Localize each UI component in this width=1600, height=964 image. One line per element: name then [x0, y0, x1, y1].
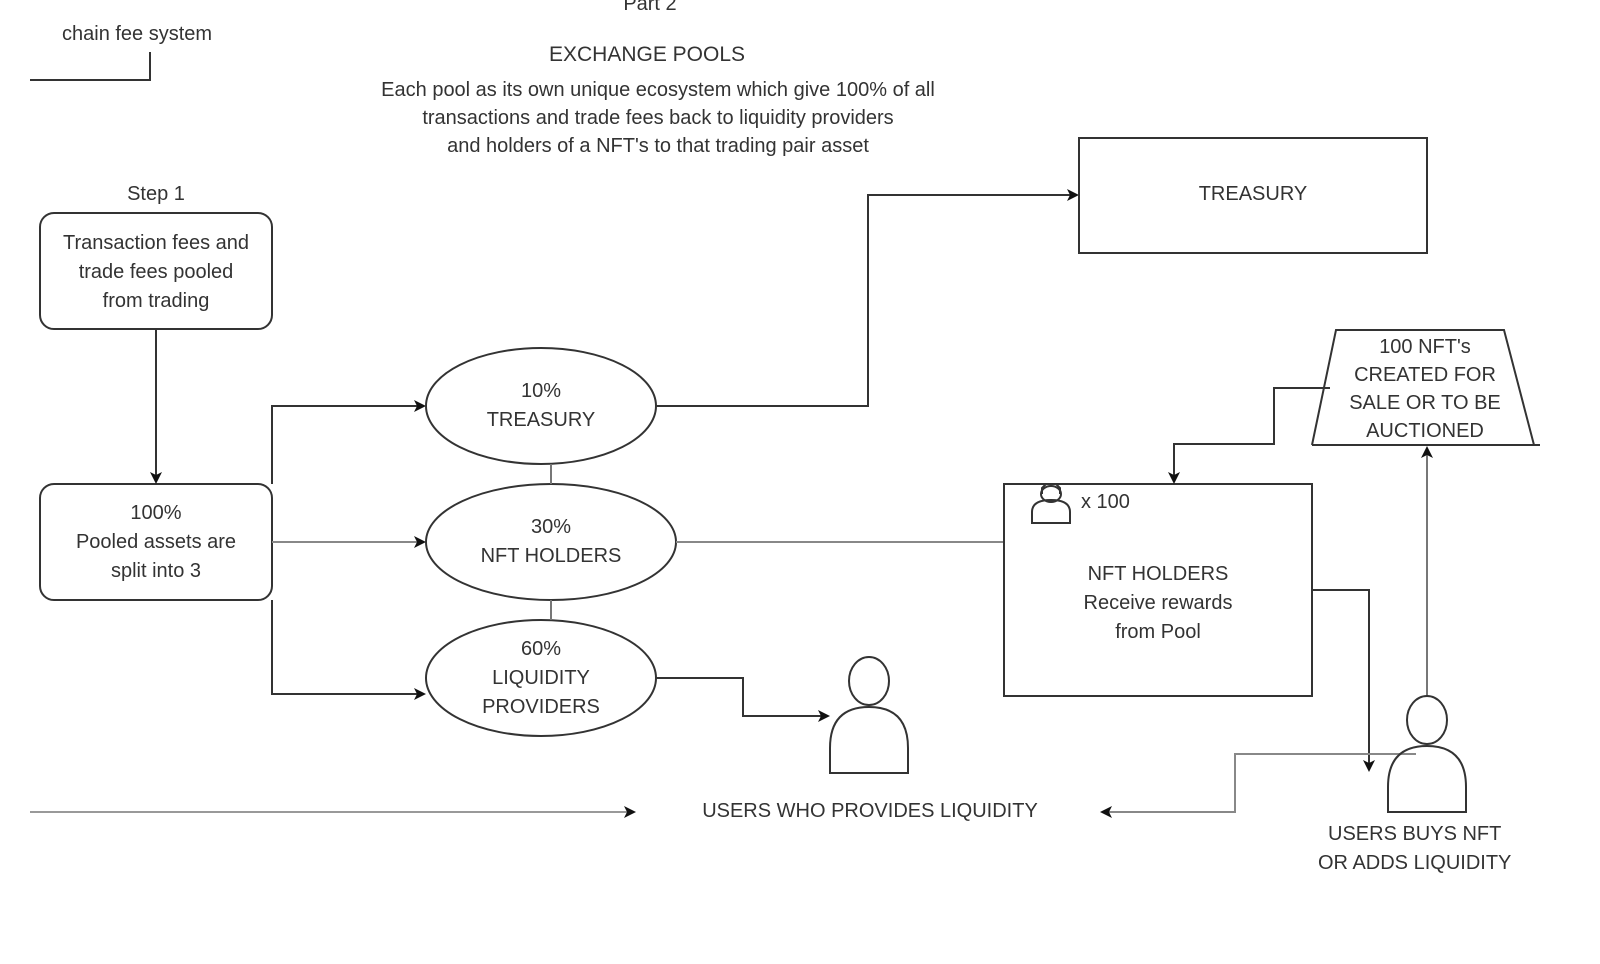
text-line: CREATED FOR: [1354, 364, 1496, 386]
arrow-liquidity-to-user: [656, 677, 830, 722]
nft-created-text: 100 NFT's CREATED FOR SALE OR TO BE AUCT…: [1318, 333, 1532, 445]
arrow-split-to-treasury: [271, 400, 426, 484]
text-line: AUCTIONED: [1366, 420, 1484, 442]
connector-top-left: [30, 52, 151, 81]
arrow-to-treasury-box: [656, 189, 1079, 407]
nft-holders-count: x 100: [1081, 491, 1130, 513]
text-line: PROVIDERS: [482, 696, 600, 718]
treasury-ellipse-text: 10% TREASURY: [441, 377, 641, 435]
page-title: EXCHANGE POOLS: [548, 43, 746, 66]
liquidity-ellipse-text: 60% LIQUIDITY PROVIDERS: [441, 635, 641, 722]
text-line: 100 NFT's: [1379, 336, 1471, 358]
text-line: from trading: [102, 290, 210, 312]
text-line: Receive rewards: [1083, 592, 1233, 614]
text-line: NFT HOLDERS: [480, 545, 622, 567]
text-line: LIQUIDITY: [492, 667, 590, 689]
arrow-buyer-to-liquidity-users: [1100, 753, 1416, 818]
text-line: split into 3: [110, 560, 202, 582]
nft-holders-box-text: NFT HOLDERS Receive rewards from Pool: [1004, 560, 1312, 647]
text-line: Pooled assets are: [75, 531, 237, 553]
text-line: from Pool: [1115, 621, 1201, 643]
text-line: TREASURY: [486, 409, 596, 431]
step1-label: Step 1: [127, 183, 185, 205]
text-line: trade fees pooled: [78, 261, 234, 283]
text-line: 30%: [530, 516, 572, 538]
step1-box-text: Transaction fees and trade fees pooled f…: [40, 229, 272, 316]
users-buy-label: USERS BUYS NFT OR ADDS LIQUIDITY: [1306, 820, 1550, 878]
text-line: 60%: [520, 638, 562, 660]
text-line: SALE OR TO BE: [1349, 392, 1501, 414]
clipped-left-text: chain fee system: [62, 23, 213, 45]
description: Each pool as its own unique ecosystem wh…: [320, 76, 996, 160]
treasury-box[interactable]: [1078, 137, 1428, 254]
user-icon: [829, 656, 909, 774]
treasury-box-text: TREASURY: [1198, 183, 1308, 205]
description-line: transactions and trade fees back to liqu…: [422, 107, 894, 129]
text-line: NFT HOLDERS: [1087, 563, 1229, 585]
text-line: USERS BUYS NFT: [1328, 823, 1502, 845]
clipped-top-text: Part 2: [623, 0, 677, 15]
split-box-text: 100% Pooled assets are split into 3: [40, 499, 272, 586]
user-icon-buyer: [1387, 695, 1467, 813]
text-line: 10%: [520, 380, 562, 402]
description-line: and holders of a NFT's to that trading p…: [447, 135, 869, 157]
user-icon-small: [1031, 483, 1071, 524]
text-line: 100%: [130, 502, 182, 524]
arrow-split-to-liquidity: [271, 600, 426, 700]
text-line: OR ADDS LIQUIDITY: [1318, 852, 1512, 874]
users-liquidity-label: USERS WHO PROVIDES LIQUIDITY: [702, 800, 1038, 822]
text-line: Transaction fees and: [62, 232, 250, 254]
description-line: Each pool as its own unique ecosystem wh…: [381, 79, 935, 101]
arrow-nft-created-to-holders: [1168, 387, 1330, 484]
nft-ellipse-text: 30% NFT HOLDERS: [451, 513, 651, 571]
arrow-holders-to-buyer: [1312, 589, 1375, 772]
